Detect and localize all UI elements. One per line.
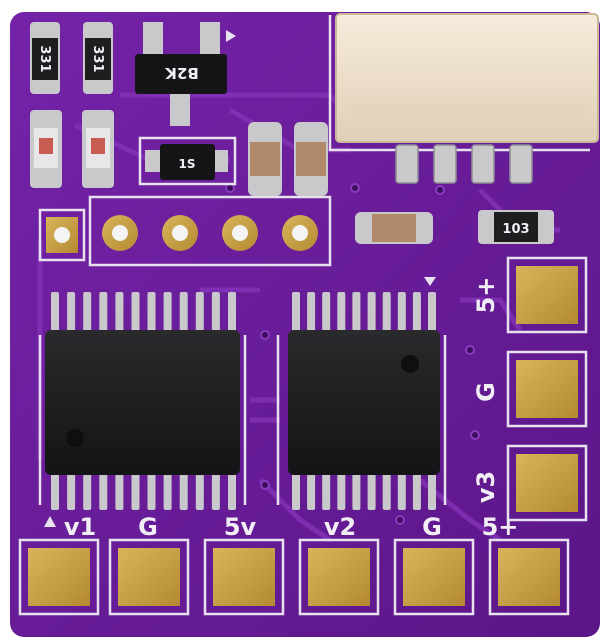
ic-pin <box>412 472 421 510</box>
bottom-gold-pads <box>28 548 560 606</box>
ic-pin <box>115 472 124 510</box>
ic-pin <box>99 472 108 510</box>
ic-pin <box>382 472 391 510</box>
label-v1: v1 <box>64 513 96 541</box>
ic-pin <box>211 292 220 332</box>
pin-1-marker <box>44 516 56 527</box>
ic-tssop-left <box>45 292 240 510</box>
ic-pin <box>382 292 391 332</box>
ic-pin <box>67 292 76 332</box>
ic-pin <box>195 292 204 332</box>
ic-pin <box>51 292 59 332</box>
label-v2: v2 <box>324 513 356 541</box>
ic-pin <box>337 292 346 332</box>
ic-pin <box>131 472 140 510</box>
ic-pin <box>428 472 436 510</box>
right-silkscreen-labels: 5+ G v3 <box>472 277 500 504</box>
label-g-right: G <box>472 382 500 402</box>
silkscreen-outlines <box>38 15 590 505</box>
label-5-plus-bottom: 5+ <box>482 513 519 541</box>
ic-pin <box>352 292 361 332</box>
ic-pin <box>131 292 140 332</box>
ic-pin <box>83 292 92 332</box>
ic-pin <box>228 472 236 510</box>
ic-pin <box>195 472 204 510</box>
ic-pin <box>367 472 376 510</box>
ic-pin <box>322 292 331 332</box>
transistor-sot23-mid: 1S <box>145 144 228 180</box>
ic-pin <box>147 472 156 510</box>
ic-pin <box>397 472 406 510</box>
transistor-top-marking: B2K <box>164 64 199 82</box>
smd-led-2 <box>82 110 114 188</box>
right-gold-pads <box>516 266 578 512</box>
ic-pin <box>367 292 376 332</box>
transistor-mid-marking: 1S <box>179 157 196 171</box>
ic-pin <box>397 292 406 332</box>
smd-capacitor-1 <box>248 122 282 196</box>
ic-pin <box>99 292 108 332</box>
smd-resistor-right: 103 <box>478 210 554 244</box>
label-g-2: G <box>422 513 442 541</box>
ic-pin <box>83 472 92 510</box>
ic-pin <box>292 472 300 510</box>
transistor-sot23-top: B2K <box>135 22 236 126</box>
bottom-pad-outlines <box>18 256 588 616</box>
ic-pin <box>163 472 172 510</box>
label-5-plus-right: 5+ <box>472 277 500 314</box>
bottom-silkscreen-labels: v1 G 5v v2 G 5+ <box>64 513 519 541</box>
ic-pin <box>307 472 316 510</box>
ic-pin <box>322 472 331 510</box>
ic-pin <box>352 472 361 510</box>
vias <box>225 183 480 525</box>
smd-led-1 <box>30 110 62 188</box>
ic-pin <box>115 292 124 332</box>
ic-pin <box>211 472 220 510</box>
resistor-right-marking: 103 <box>502 222 529 237</box>
ic-pin <box>179 292 188 332</box>
smd-resistor-2: 331 <box>83 22 113 94</box>
ic-pin <box>428 292 436 332</box>
smd-capacitor-3 <box>355 212 433 244</box>
jst-connector <box>335 13 599 184</box>
ic-pin <box>51 472 59 510</box>
label-5v: 5v <box>224 513 257 541</box>
ic-pin <box>179 472 188 510</box>
smd-capacitor-2 <box>294 122 328 196</box>
label-v3: v3 <box>472 471 500 503</box>
ic-pin <box>307 292 316 332</box>
ic-pin <box>337 472 346 510</box>
smd-resistor-1: 331 <box>30 22 60 94</box>
ic-tssop-right <box>288 277 440 510</box>
ic-pin <box>163 292 172 332</box>
label-g-1: G <box>138 513 158 541</box>
through-hole-pads <box>46 215 318 253</box>
ic-pin <box>292 292 300 332</box>
resistor-2-marking: 331 <box>90 45 105 72</box>
ic-pin <box>147 292 156 332</box>
ic-pin <box>67 472 76 510</box>
ic-pin <box>228 292 236 332</box>
ic-pin <box>412 292 421 332</box>
resistor-1-marking: 331 <box>37 45 52 72</box>
